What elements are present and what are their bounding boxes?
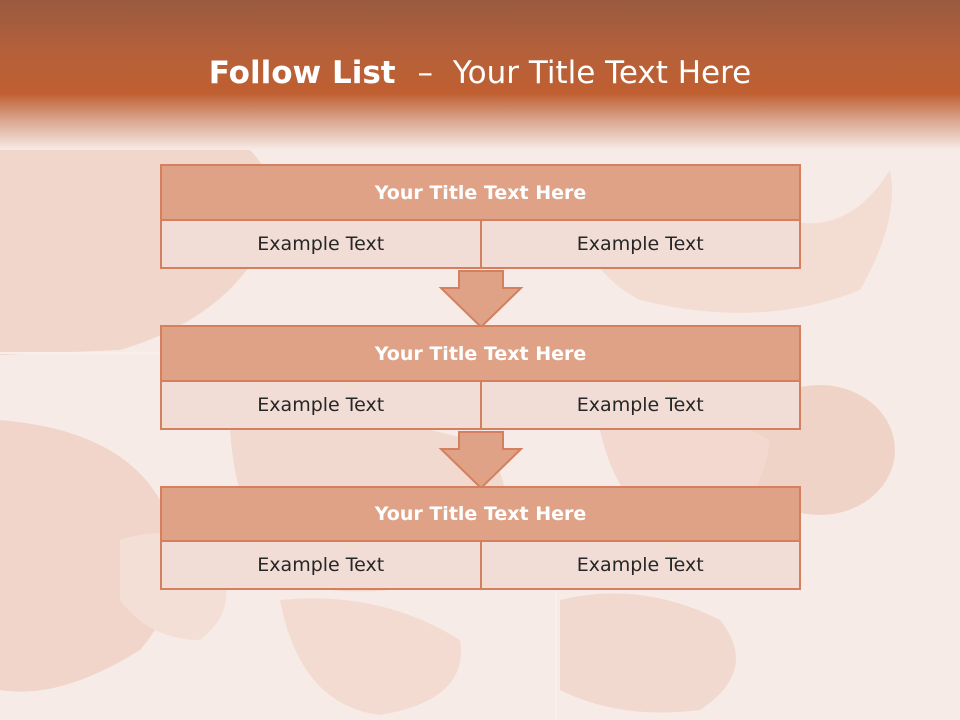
step-cells: Example Text Example Text <box>160 221 801 269</box>
step-cell-right: Example Text <box>481 382 801 430</box>
step-title: Your Title Text Here <box>160 486 801 542</box>
slide-title-rest: Your Title Text Here <box>452 55 752 91</box>
step-box-2: Your Title Text Here Example Text Exampl… <box>160 325 801 430</box>
slide-title-separator: – <box>417 55 433 91</box>
slide-title-bold: Follow List <box>208 55 396 91</box>
arrow-down-icon <box>438 431 524 490</box>
step-box-3: Your Title Text Here Example Text Exampl… <box>160 486 801 590</box>
step-cells: Example Text Example Text <box>160 542 801 590</box>
step-cell-right: Example Text <box>481 542 801 590</box>
step-title: Your Title Text Here <box>160 164 801 221</box>
step-title: Your Title Text Here <box>160 325 801 382</box>
header-bar <box>0 0 960 150</box>
step-box-1: Your Title Text Here Example Text Exampl… <box>160 164 801 269</box>
step-cell-left: Example Text <box>160 221 482 269</box>
arrow-down-icon <box>438 270 524 329</box>
step-cell-left: Example Text <box>160 382 482 430</box>
step-cell-left: Example Text <box>160 542 482 590</box>
step-cells: Example Text Example Text <box>160 382 801 430</box>
slide-title: Follow List – Your Title Text Here <box>0 55 960 91</box>
step-cell-right: Example Text <box>481 221 801 269</box>
